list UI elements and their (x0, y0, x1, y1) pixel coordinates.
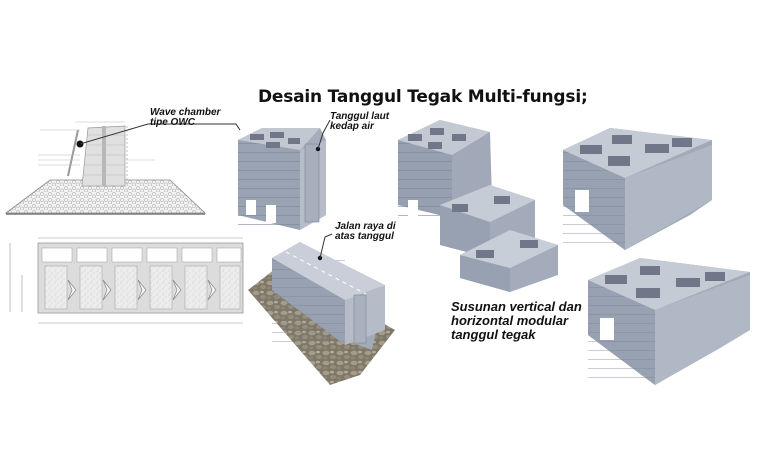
horizontal-module-render-bottom (588, 258, 750, 385)
horizontal-module-render-top (563, 128, 712, 250)
diagram-title: Desain Tanggul Tegak Multi-fungsi; (258, 87, 588, 107)
callout-tanggul-laut-line2: kedap air (330, 121, 374, 132)
callout-jalan-raya-line1: Jalan raya di (335, 221, 396, 232)
modular-caption-line1: Susunan vertical dan (451, 299, 582, 314)
callout-jalan-raya-line2: atas tanggul (335, 231, 394, 242)
road-on-dike-render (248, 233, 395, 385)
modular-caption-line2: horizontal modular (451, 313, 568, 328)
callout-jalan-raya: Jalan raya di atas tanggul (335, 222, 396, 242)
modular-caption-line3: tanggul tegak (451, 327, 536, 342)
plan-view-drawing (9, 237, 244, 324)
module-block-render (238, 119, 331, 230)
callout-wave-chamber-line2: tipe OWC (150, 117, 195, 128)
callout-wave-chamber: Wave chamber tipe OWC (150, 108, 220, 128)
modular-caption: Susunan vertical dan horizontal modular … (451, 300, 582, 342)
cross-section-drawing (4, 121, 241, 215)
callout-wave-chamber-line1: Wave chamber (150, 107, 221, 118)
stacked-modules-render (398, 120, 558, 292)
callout-tanggul-laut-line1: Tanggul laut (330, 111, 390, 122)
callout-tanggul-laut: Tanggul laut kedap air (330, 112, 389, 132)
